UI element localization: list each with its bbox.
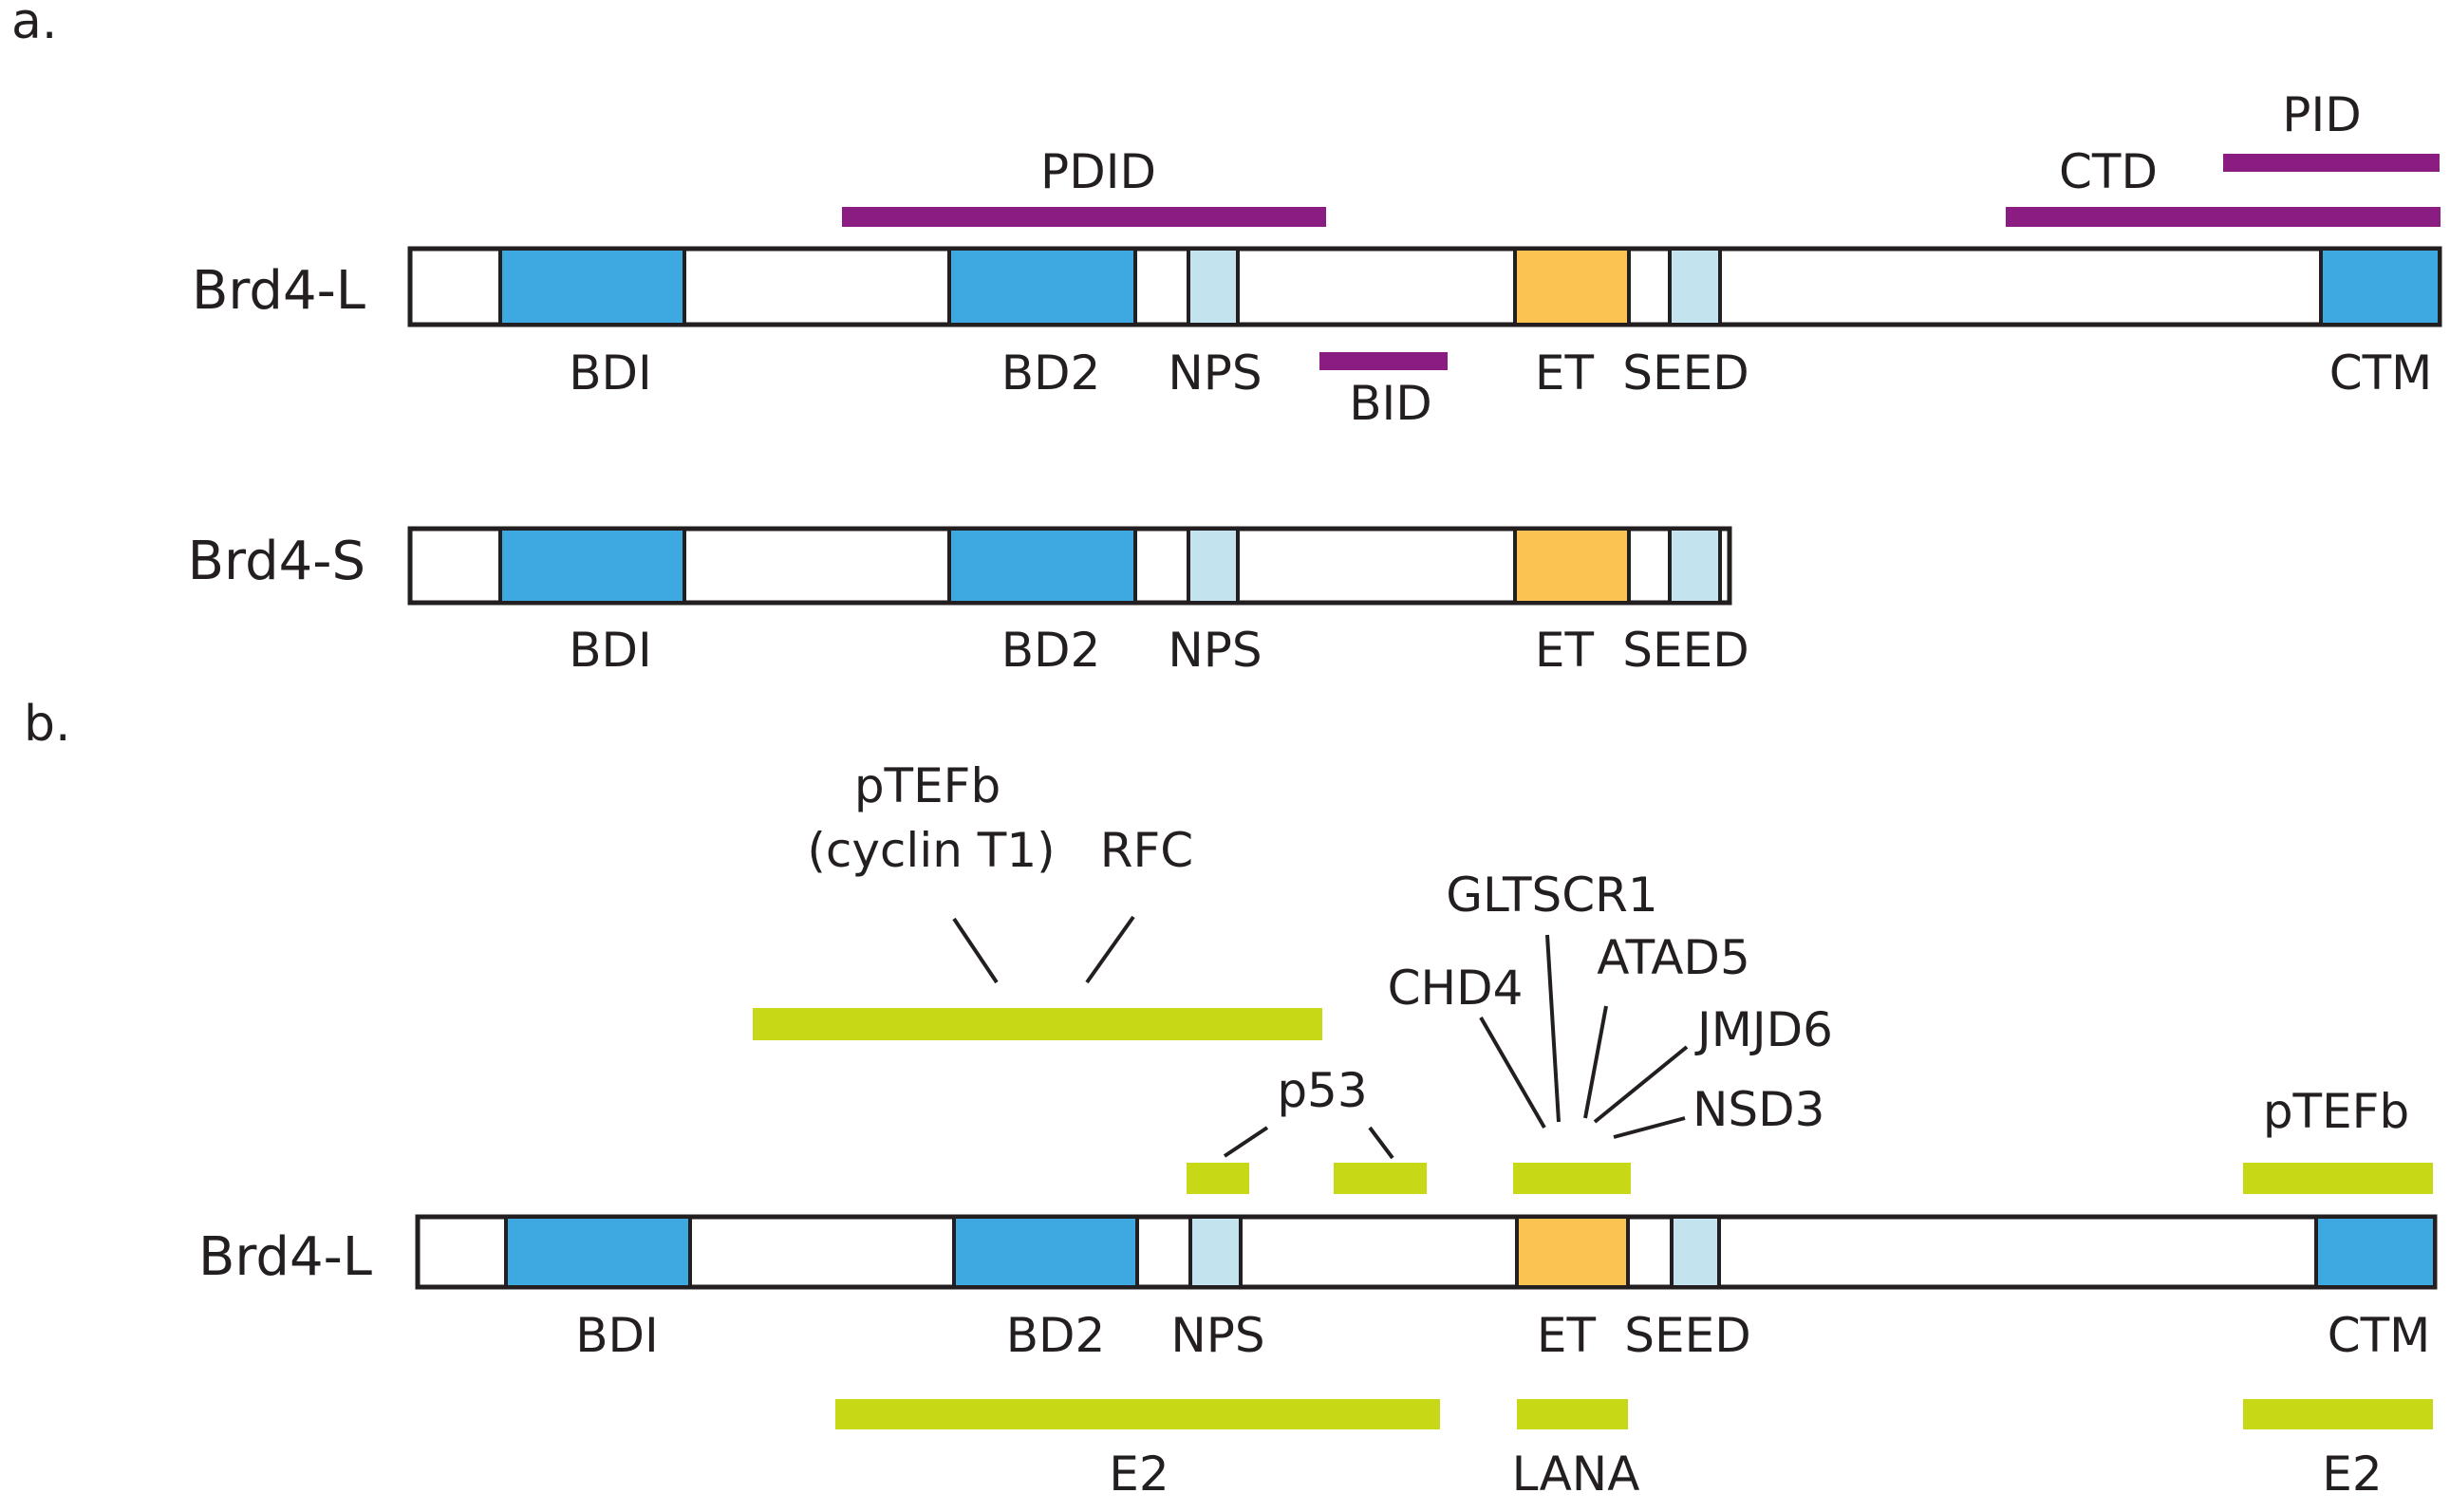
p53-bar-left xyxy=(1187,1163,1249,1194)
region-pid-bar xyxy=(2223,154,2440,172)
ctm-domain xyxy=(2314,1215,2437,1289)
et-label: ET xyxy=(1535,623,1595,678)
region-bid-bar xyxy=(1319,352,1448,370)
ctm-label: CTM xyxy=(2328,1308,2431,1363)
cyclin-t1-label: (cyclin T1) xyxy=(807,823,1055,878)
chd4-leader-line xyxy=(1479,1016,1546,1129)
jmjd6-leader-line xyxy=(1593,1045,1689,1124)
chd4-label: CHD4 xyxy=(1388,961,1524,1016)
seed-label: SEED xyxy=(1622,623,1749,678)
panel-b-brd4-long: pTEFb (cyclin T1) RFC p53 GLTSCR1 ATAD5 … xyxy=(198,758,2438,1502)
nsd3-label: NSD3 xyxy=(1693,1082,1824,1137)
panel-a-brd4-short: Brd4-S BDI BD2 NPS ET SEED xyxy=(188,526,1749,678)
bd2-label: BD2 xyxy=(1001,345,1101,401)
bd2-domain xyxy=(952,1215,1139,1289)
bd1-domain xyxy=(498,527,686,605)
e2-right-bar xyxy=(2243,1399,2433,1429)
p53-leader-left xyxy=(1223,1126,1269,1158)
e2-right-label: E2 xyxy=(2322,1447,2382,1502)
ctm-domain xyxy=(2319,247,2441,327)
bd2-label: BD2 xyxy=(1006,1308,1106,1363)
lana-label: LANA xyxy=(1512,1447,1640,1502)
et-domain xyxy=(1515,1215,1630,1289)
seed-domain xyxy=(1668,527,1722,605)
ptefb-leader-line xyxy=(952,917,999,984)
atad5-leader-line xyxy=(1583,1005,1608,1119)
et-label: ET xyxy=(1537,1308,1597,1363)
nps-label: NPS xyxy=(1168,623,1262,678)
seed-domain xyxy=(1668,247,1722,327)
jmjd6-label: JMJD6 xyxy=(1694,1002,1833,1057)
rfc-label: RFC xyxy=(1100,823,1193,878)
row-label: Brd4-L xyxy=(198,1226,372,1288)
nps-domain xyxy=(1187,247,1240,327)
nps-label: NPS xyxy=(1168,345,1262,401)
e2-left-bar xyxy=(835,1399,1440,1429)
region-bid-label: BID xyxy=(1349,376,1432,431)
protein-bar-brd4-l xyxy=(407,246,2442,327)
bd2-domain xyxy=(947,247,1137,327)
nps-domain xyxy=(1188,1215,1243,1289)
panel-a-brd4-long: PDID CTD PID BID Brd4-L BDI BD2 NPS ET S… xyxy=(192,87,2442,431)
protein-bar-brd4-l xyxy=(415,1214,2438,1290)
seed-label: SEED xyxy=(1622,345,1749,401)
ptefb-ctm-bar xyxy=(2243,1163,2433,1194)
ctm-label: CTM xyxy=(2329,345,2433,401)
et-domain xyxy=(1513,247,1631,327)
nps-domain xyxy=(1187,527,1240,605)
region-pid-label: PID xyxy=(2282,87,2361,142)
seed-domain xyxy=(1670,1215,1721,1289)
bd1-label: BDI xyxy=(575,1308,659,1363)
e2-left-label: E2 xyxy=(1109,1447,1169,1502)
row-label: Brd4-L xyxy=(192,260,365,322)
region-ctd-label: CTD xyxy=(2059,144,2158,199)
bd2-label: BD2 xyxy=(1001,623,1101,678)
atad5-label: ATAD5 xyxy=(1597,930,1750,985)
panel-b-label: b. xyxy=(24,696,71,753)
p53-bar-right xyxy=(1334,1163,1427,1194)
region-ctd-bar xyxy=(2006,207,2441,227)
et-domain xyxy=(1513,527,1631,605)
row-label: Brd4-S xyxy=(188,531,365,592)
region-pdid-bar xyxy=(842,207,1326,227)
panel-a-label: a. xyxy=(11,0,57,50)
bd2-domain xyxy=(947,527,1137,605)
p53-label: p53 xyxy=(1277,1063,1367,1118)
nps-label: NPS xyxy=(1170,1308,1264,1363)
et-partners-bar xyxy=(1513,1163,1631,1194)
ptefb-label: pTEFb xyxy=(854,758,1001,813)
nsd3-leader-line xyxy=(1613,1116,1686,1139)
seed-label: SEED xyxy=(1624,1308,1750,1363)
lana-bar xyxy=(1517,1399,1628,1429)
rfc-leader-line xyxy=(1085,915,1135,984)
p53-leader-right xyxy=(1368,1126,1394,1160)
bd1-label: BDI xyxy=(569,345,652,401)
region-pdid-label: PDID xyxy=(1040,144,1156,199)
ptefb-rfc-bar xyxy=(753,1008,1322,1040)
bd1-domain xyxy=(498,247,686,327)
bd1-label: BDI xyxy=(569,623,652,678)
ptefb-ctm-label: pTEFb xyxy=(2263,1084,2409,1139)
gltscr1-leader-line xyxy=(1545,934,1561,1123)
gltscr1-label: GLTSCR1 xyxy=(1446,868,1657,923)
bd1-domain xyxy=(504,1215,692,1289)
et-label: ET xyxy=(1535,345,1595,401)
